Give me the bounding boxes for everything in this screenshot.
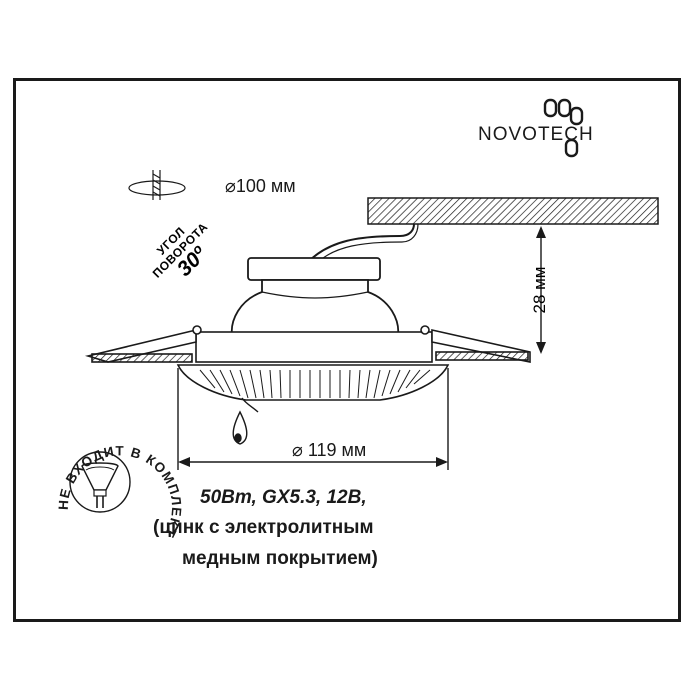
diameter-dimension-line [177,368,449,470]
brand-logo-icon [543,98,584,158]
lamp-bulb-icon [69,451,131,513]
fixture-body [230,257,400,337]
spec-line-3: медным покрытием) [182,548,378,569]
diameter-symbol-icon: ⌀ [292,440,303,460]
height-label: 28 мм [530,266,549,314]
mounting-plate [84,325,531,363]
pendant-drop-icon [232,397,259,445]
decorative-ring [176,364,450,401]
brand-name: NOVOTECH [478,124,594,145]
outer-diameter-label: ⌀ 119 мм [292,440,367,460]
diameter-symbol-icon: ⌀ [225,176,236,196]
height-dimension-line [536,226,546,354]
spec-line-2: (цинк с электролитным [153,517,374,538]
cutout-icon [128,170,186,200]
ceiling-slab [367,197,659,225]
cutout-diameter-label: ⌀100 мм [225,176,296,196]
spec-line-1: 50Вт, GX5.3, 12В, [200,487,367,508]
power-cable [307,223,415,263]
